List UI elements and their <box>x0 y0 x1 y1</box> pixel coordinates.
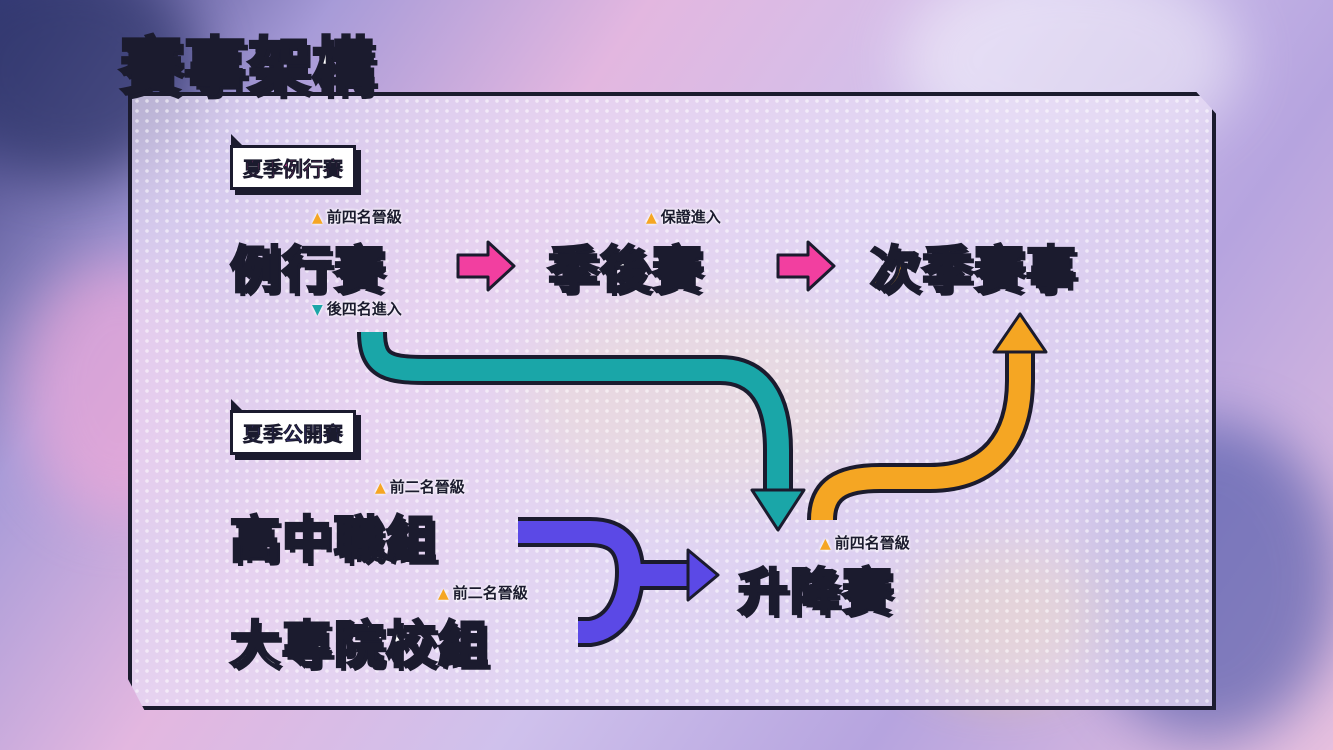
up-triangle-icon: ▲ <box>375 480 386 496</box>
arrow-regular-to-promotion <box>357 331 806 532</box>
page-title: 賽事架構 <box>118 29 377 105</box>
arrow-promotion-to-next <box>807 312 1048 521</box>
up-triangle-icon: ▲ <box>438 586 449 602</box>
diagram-panel <box>128 92 1216 710</box>
up-triangle-icon: ▲ <box>820 536 831 552</box>
note-regular-up: ▲前四名晉級 <box>312 208 402 226</box>
up-triangle-icon: ▲ <box>312 210 323 226</box>
section-label-summer-open: 夏季公開賽 <box>243 422 344 447</box>
node-college: 大專院校組 <box>229 615 490 676</box>
section-badge-summer-regular: 夏季例行賽 <box>230 134 356 190</box>
node-regular-season: 例行賽 <box>229 240 386 301</box>
up-triangle-icon: ▲ <box>646 210 657 226</box>
node-promotion: 升降賽 <box>737 562 894 623</box>
note-college-up: ▲前二名晉級 <box>438 584 528 602</box>
section-label-summer-regular: 夏季例行賽 <box>243 157 344 182</box>
node-high-school: 高中職組 <box>229 510 438 571</box>
note-promotion-up: ▲前四名晉級 <box>820 534 910 552</box>
node-playoffs: 季後賽 <box>547 240 704 301</box>
arrow-playoffs-to-next <box>776 240 836 292</box>
note-playoffs-up: ▲保證進入 <box>646 208 721 226</box>
arrow-open-to-promotion <box>518 517 720 647</box>
node-next-season: 次季賽事 <box>869 240 1078 301</box>
section-badge-summer-open: 夏季公開賽 <box>230 399 356 455</box>
note-high-school-up: ▲前二名晉級 <box>375 478 465 496</box>
down-triangle-icon: ▼ <box>312 302 323 318</box>
arrow-regular-to-playoffs <box>456 240 516 292</box>
note-regular-down: ▼後四名進入 <box>312 300 402 318</box>
